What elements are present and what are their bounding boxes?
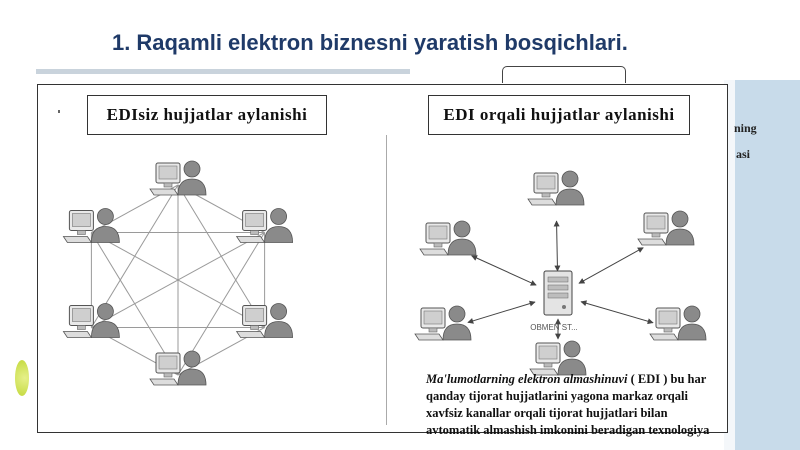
left-diagram-label: EDIsiz hujjatlar aylanishi	[87, 95, 327, 135]
mesh-connection	[91, 232, 265, 328]
user-workstation-icon	[529, 340, 587, 376]
caption-line3: xavfsiz kanallar orqali tijorat hujjatla…	[426, 406, 668, 420]
network-diagram: OBMEN ST...	[62, 160, 707, 386]
server-label: OBMEN ST...	[530, 323, 578, 332]
green-decoration	[15, 360, 29, 396]
slide-title: 1.Raqamli elektron biznesni yaratish bos…	[112, 30, 628, 56]
left-mesh-lines	[90, 184, 266, 376]
user-workstation-icon	[236, 303, 294, 338]
background-text-fragment-1: ning	[734, 121, 757, 135]
star-connection	[580, 300, 654, 325]
user-workstation-icon	[62, 303, 120, 338]
diagram-frame: EDIsiz hujjatlar aylanishi EDI orqali hu…	[37, 84, 728, 433]
star-connection	[471, 255, 537, 286]
star-connection	[553, 220, 561, 272]
right-accent-panel	[735, 80, 800, 450]
background-tab-outline	[502, 66, 626, 83]
tick-mark	[58, 110, 60, 113]
right-diagram-label: EDI orqali hujjatlar aylanishi	[428, 95, 690, 135]
caption-term: Ma'lumotlarning elektron almashinuvi	[426, 372, 628, 386]
user-workstation-icon	[649, 305, 707, 341]
edi-definition-caption: Ma'lumotlarning elektron almashinuvi ( E…	[426, 371, 780, 439]
star-connection	[467, 300, 536, 324]
caption-line4: avtomatik almashish imkonini beradigan t…	[426, 423, 710, 437]
star-connection	[578, 247, 644, 284]
mesh-connection	[90, 232, 179, 376]
title-underline-bar	[36, 69, 410, 74]
user-workstation-icon	[527, 170, 585, 206]
slide-title-text: Raqamli elektron biznesni yaratish bosqi…	[136, 30, 628, 55]
caption-line2: qanday tijorat hujjatlarini yagona marka…	[426, 389, 688, 403]
slide-number: 1.	[112, 30, 131, 55]
background-text-fragment-2: asi	[736, 147, 751, 161]
user-workstation-icon	[414, 305, 472, 341]
diagram-divider	[386, 135, 387, 425]
user-workstation-icon	[149, 350, 207, 386]
server-icon	[543, 270, 573, 316]
user-workstation-icon	[419, 220, 477, 256]
user-workstation-icon	[637, 210, 695, 246]
caption-line1: ( EDI ) bu har	[627, 372, 707, 386]
right-star-lines	[467, 220, 654, 340]
